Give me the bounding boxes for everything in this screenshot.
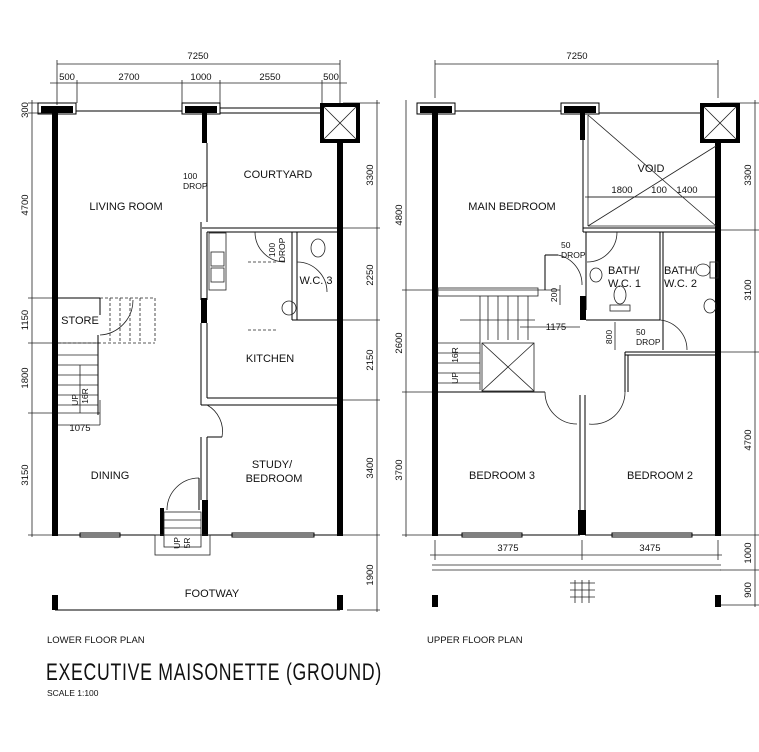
dim-right: 3300 (365, 164, 376, 185)
dim-void: 1800 (611, 185, 632, 196)
drop-label: DROP (636, 337, 661, 347)
room-study-bedroom: BEDROOM (246, 473, 303, 485)
dim-left: 4800 (394, 204, 405, 225)
dim-800: 800 (604, 330, 614, 344)
lower-floor-plan: 7250 500 2700 1000 2550 500 300 4700 115… (20, 51, 380, 612)
room-wc2: W.C. 2 (664, 278, 697, 290)
dim-left: 3700 (394, 459, 405, 480)
lower-top-dimensions: 7250 500 2700 1000 2550 500 (50, 51, 347, 105)
dim-void: 1400 (676, 185, 697, 196)
room-kitchen: KITCHEN (246, 353, 294, 365)
room-bedroom3: BEDROOM 3 (469, 470, 535, 482)
dim-seg: 2550 (259, 72, 280, 83)
dim-overall: 7250 (566, 51, 587, 62)
stair-up: UP (70, 394, 80, 406)
entry-risers: 5R (182, 538, 192, 549)
footway-label: FOOTWAY (185, 588, 240, 600)
dim-left: 1800 (20, 367, 31, 388)
dim-seg: 1000 (190, 72, 211, 83)
lower-right-dimensions: 3300 2250 2150 3400 1900 (343, 100, 380, 612)
upper-walls (416, 102, 740, 607)
dim-void: 100 (651, 185, 667, 196)
dim-right: 3400 (365, 457, 376, 478)
lower-plan-caption: LOWER FLOOR PLAN (47, 635, 145, 646)
drop-value: 50 (561, 240, 571, 250)
drop-value: 50 (636, 327, 646, 337)
dim-left: 1150 (20, 310, 31, 330)
lower-walls (37, 102, 360, 611)
dim-left: 300 (20, 102, 31, 118)
dim-right: 1900 (365, 564, 376, 585)
dim-right: 3300 (743, 164, 754, 185)
room-store: STORE (61, 315, 99, 327)
dim-left: 3150 (20, 464, 31, 485)
dim-left: 2600 (394, 332, 405, 353)
scale-label: SCALE 1:100 (47, 688, 99, 698)
dim-seg: 500 (59, 72, 75, 83)
room-study: STUDY/ (252, 459, 293, 471)
drop-label: DROP (277, 237, 287, 262)
entry-up: UP (172, 537, 182, 549)
dim-left: 4700 (20, 194, 31, 215)
stair-up: UP (450, 372, 460, 384)
room-void: VOID (638, 163, 665, 175)
drop-label: DROP (183, 181, 208, 191)
dim-seg: 500 (323, 72, 339, 83)
dim-stair: 1075 (69, 423, 90, 434)
dim-bottom: 3775 (497, 543, 518, 554)
dim-right: 1000 (743, 542, 754, 563)
dim-1175: 1175 (546, 322, 566, 333)
upper-floor-plan: 7250 4800 2600 3700 3300 3100 4700 1000 … (394, 51, 759, 607)
stair-risers: 16R (80, 388, 90, 404)
room-dining: DINING (91, 470, 130, 482)
dim-right: 2250 (365, 264, 376, 285)
dim-right: 4700 (743, 429, 754, 450)
drop-value: 100 (267, 243, 277, 257)
drop-label: DROP (561, 250, 586, 260)
dim-200: 200 (549, 288, 559, 302)
room-courtyard: COURTYARD (244, 169, 313, 181)
room-main-bedroom: MAIN BEDROOM (468, 201, 555, 213)
stair-risers: 16R (450, 347, 460, 363)
dim-right: 3100 (743, 279, 754, 300)
room-living: LIVING ROOM (89, 201, 162, 213)
drop-value: 100 (183, 171, 197, 181)
room-wc1: W.C. 1 (608, 278, 641, 290)
room-wc3: W.C. 3 (299, 275, 332, 287)
dim-seg: 2700 (118, 72, 139, 83)
dim-right: 2150 (365, 349, 376, 370)
room-bath2: BATH/ (664, 265, 697, 277)
dim-bottom: 3475 (639, 543, 660, 554)
drawing-title: EXECUTIVE MAISONETTE (GROUND) (46, 659, 382, 686)
upper-plan-caption: UPPER FLOOR PLAN (427, 635, 523, 646)
dim-right: 900 (743, 582, 754, 598)
room-bedroom2: BEDROOM 2 (627, 470, 693, 482)
room-bath1: BATH/ (608, 265, 641, 277)
dim-overall: 7250 (187, 51, 208, 62)
